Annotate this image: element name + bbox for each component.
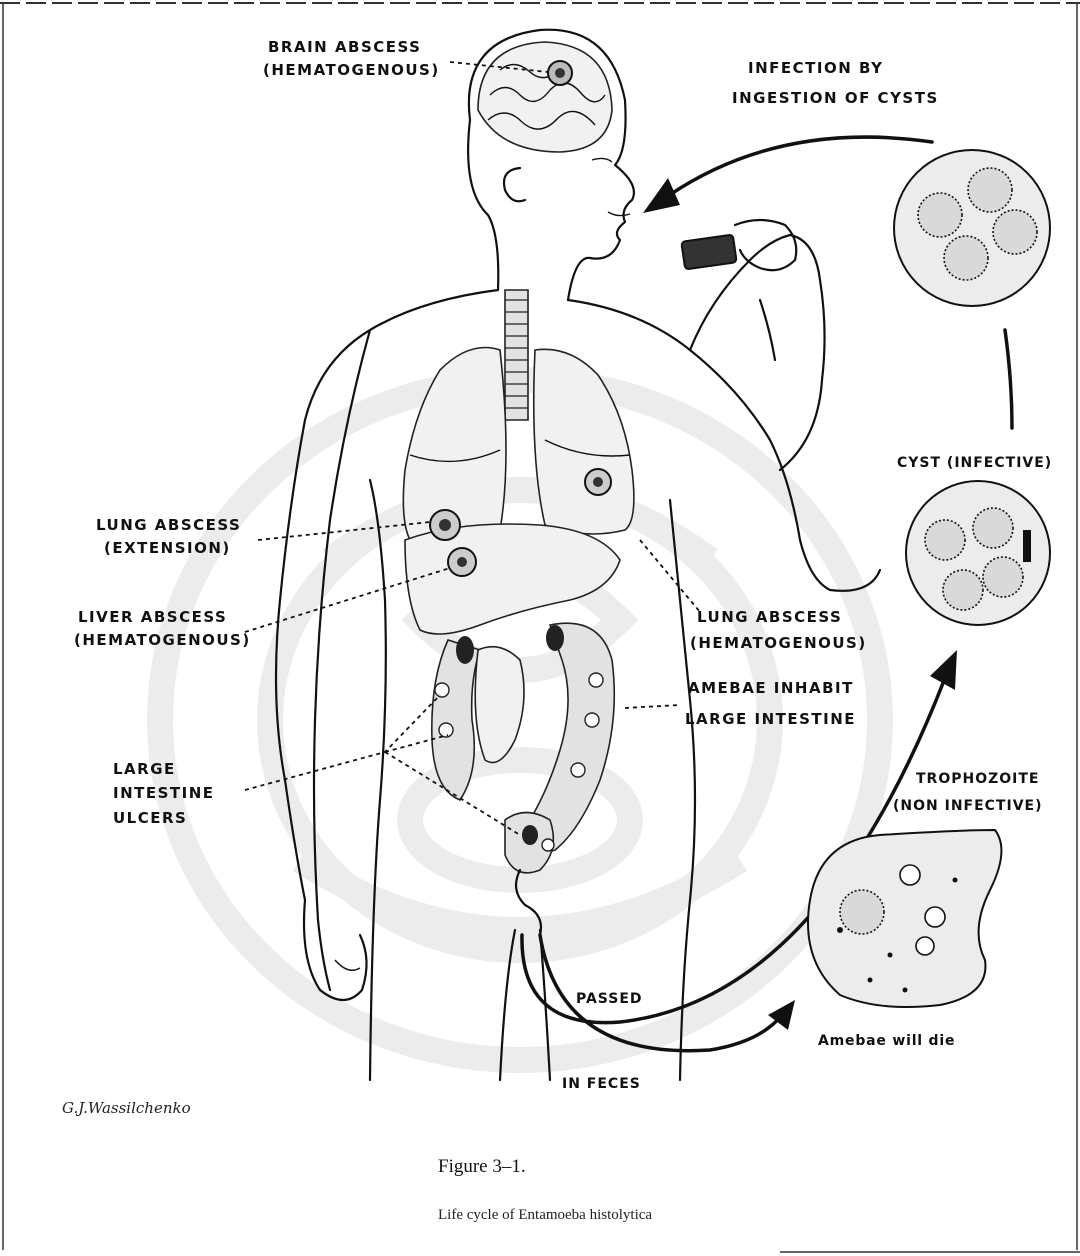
label-large-intestine-ulcers: LARGE INTESTINE ULCERS — [113, 760, 221, 827]
figure-caption-text: Life cycle of Entamoeba histolytica — [438, 1207, 652, 1223]
label-amebae-will-die: Amebae will die — [818, 1033, 955, 1049]
infective-cyst — [906, 481, 1050, 625]
trophozoite — [808, 830, 1001, 1007]
brain — [478, 42, 612, 152]
figure-caption-title: Figure 3–1. — [438, 1156, 526, 1177]
label-brain-abscess: BRAIN ABSCESS (HEMATOGENOUS) — [263, 38, 440, 79]
ingested-cyst — [894, 150, 1050, 306]
illustrator-signature: G.J.Wassilchenko — [62, 1099, 191, 1117]
label-infection: INFECTION BY INGESTION OF CYSTS — [732, 59, 939, 107]
label-lung-abscess-hematogenous: LUNG ABSCESS (HEMATOGENOUS) — [690, 608, 867, 652]
label-cyst-infective: CYST (INFECTIVE) — [897, 455, 1052, 471]
arrow-head-ingestion — [643, 178, 680, 213]
label-passed: PASSED — [576, 991, 643, 1007]
label-trophozoite: TROPHOZOITE (NON INFECTIVE) — [893, 771, 1045, 814]
label-in-feces: IN FECES — [562, 1076, 641, 1092]
